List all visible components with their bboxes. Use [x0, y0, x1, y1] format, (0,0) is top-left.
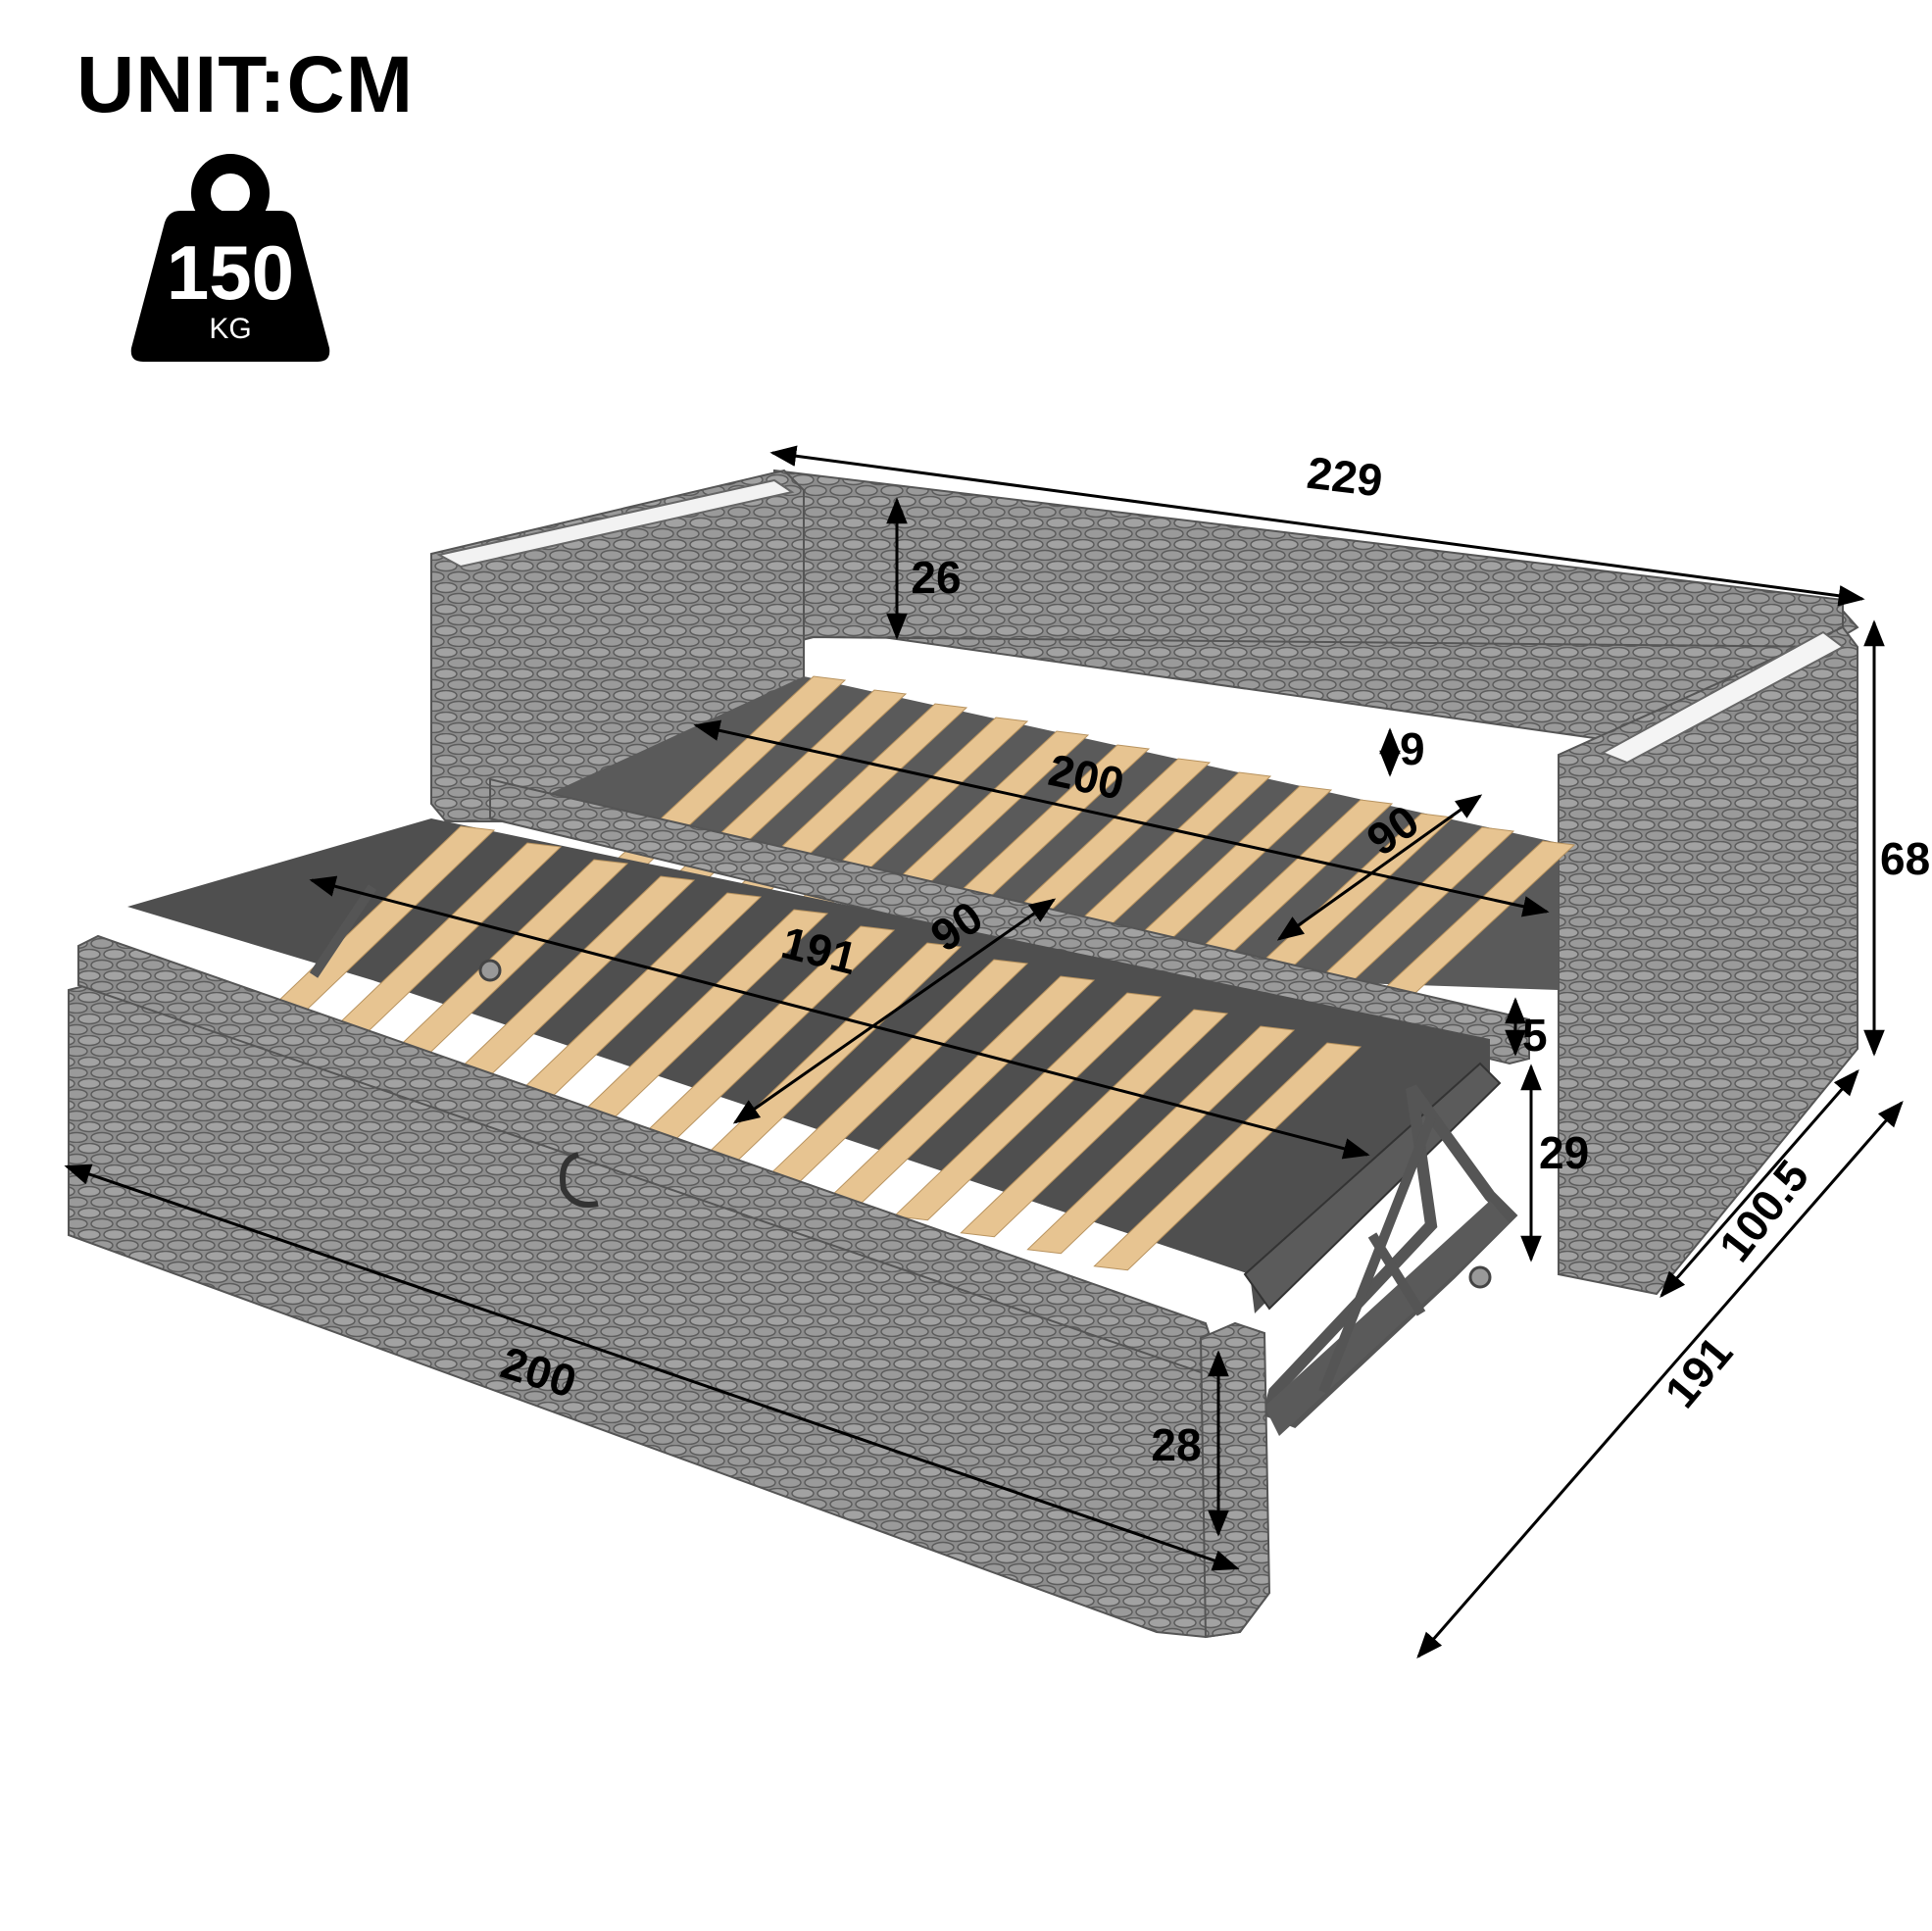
unit-label: UNIT:CM: [76, 40, 415, 129]
right-arm-top: [1600, 630, 1845, 765]
trundle-cross-brace: [1318, 1115, 1436, 1394]
weight-icon: 150 KG: [130, 154, 330, 362]
overall-length-label: 229: [1305, 447, 1386, 507]
front-length-arrow: [64, 1164, 1240, 1571]
back-height-label: 26: [911, 552, 961, 603]
overall-height-label: 68: [1880, 833, 1930, 884]
trundle-cross-brace: [1367, 1232, 1426, 1316]
caster-wheel: [478, 959, 502, 982]
trundle-top-height-label: 29: [1539, 1127, 1589, 1178]
weight-unit: KG: [209, 313, 251, 345]
extended-depth-arrow: [1416, 1100, 1904, 1659]
weight-value: 150: [167, 229, 294, 316]
overall-length-arrow: [769, 445, 1865, 607]
dimension-lines: [64, 445, 1904, 1659]
weight-body: [130, 211, 330, 362]
caster-wheel: [1468, 1265, 1492, 1289]
trundle-end-panel: [1199, 1321, 1271, 1639]
gap-height-label: 9: [1400, 723, 1425, 774]
rail-height-label: 5: [1522, 1010, 1548, 1061]
trundle-front-height-label: 28: [1151, 1419, 1201, 1470]
extended-depth-label: 191: [1655, 1327, 1742, 1417]
trundle-width-arrow: [732, 898, 1057, 1124]
